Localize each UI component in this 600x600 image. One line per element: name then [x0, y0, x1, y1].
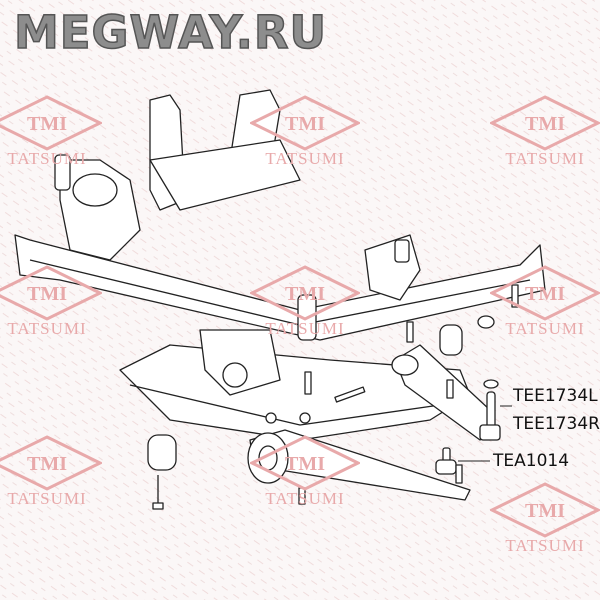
part-label-tea1014: TEA1014 — [493, 451, 570, 471]
part-label-tee1734l: TEE1734L — [513, 386, 598, 406]
site-title: MEGWAY.RU — [13, 5, 328, 60]
part-label-tee1734r: TEE1734R — [513, 414, 600, 434]
